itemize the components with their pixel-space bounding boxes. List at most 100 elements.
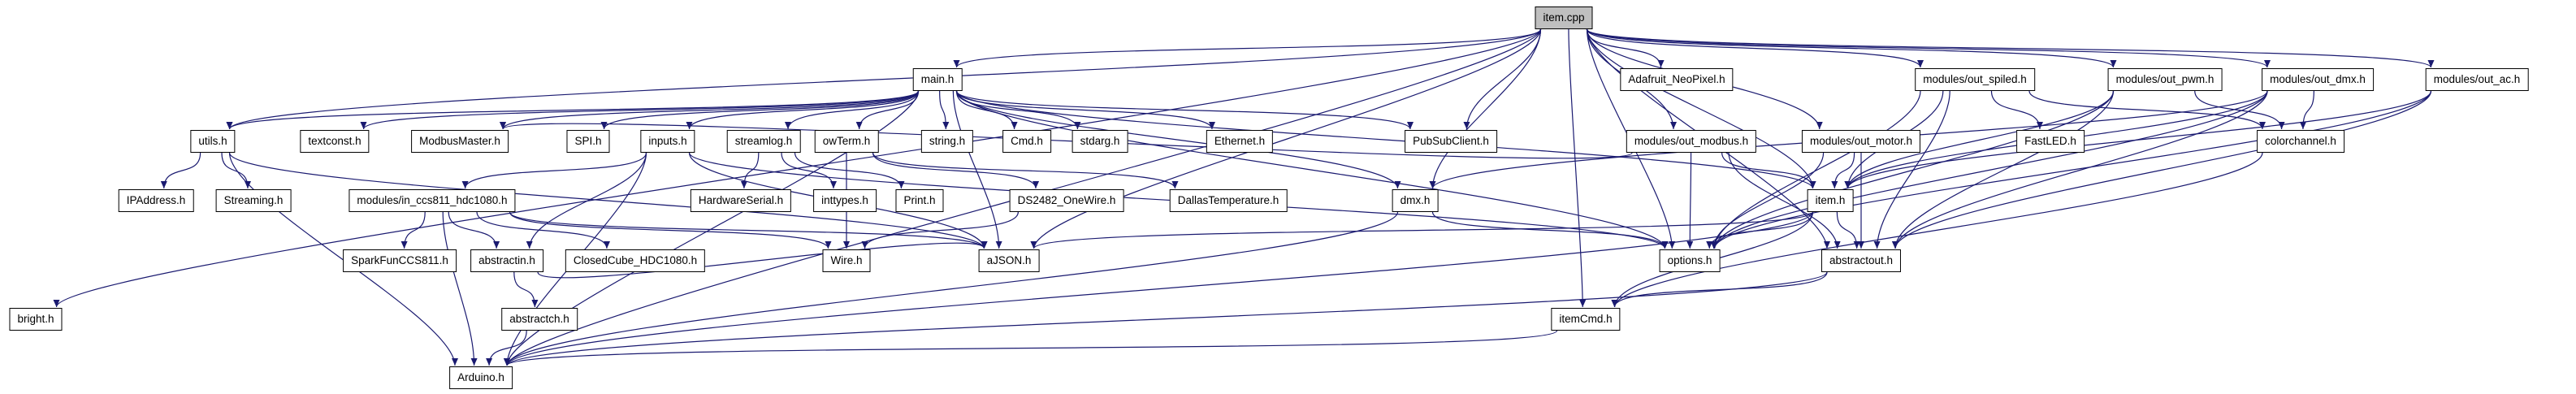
edge-out-pwm-h--colorchannel-h [2194,90,2285,130]
graph-node-out-modbus-h[interactable]: modules/out_modbus.h [1626,130,1757,153]
edge-in-ccs811-hdc1080-h--abstractin-h [448,211,500,249]
graph-node-options-h[interactable]: options.h [1659,249,1721,272]
edge-inputs-h--in-ccs811-hdc1080-h [461,152,647,189]
graph-node-streamlog-h[interactable]: streamlog.h [726,130,801,153]
graph-node-fastled-h[interactable]: FastLED.h [2016,130,2085,153]
edge-itemcmd-h--arduino-h [504,330,1558,366]
edge-owterm-h--dallastemperature-h [872,152,1179,189]
graph-node-abstractch-h[interactable]: abstractch.h [501,308,578,331]
edge-out-motor-h--item-h [1831,152,1855,189]
graph-node-modbusmaster-h[interactable]: ModbusMaster.h [411,130,509,153]
graph-node-abstractin-h[interactable]: abstractin.h [470,249,543,272]
graph-node-bright-h[interactable]: bright.h [9,308,63,331]
graph-node-utils-h[interactable]: utils.h [190,130,236,153]
edge-dmx-h--arduino-h [504,211,1399,366]
edge-main-h--inputs-h [686,90,920,130]
graph-node-itemcmd-h[interactable]: itemCmd.h [1551,308,1621,331]
graph-node-out-dmx-h[interactable]: modules/out_dmx.h [2262,68,2374,91]
graph-node-item-h[interactable]: item.h [1807,189,1854,212]
edge-in-ccs811-hdc1080-h--sparkfunccs811-h [400,211,426,249]
graph-node-owterm-h[interactable]: owTerm.h [814,130,879,153]
graph-node-dmx-h[interactable]: dmx.h [1392,189,1439,212]
edge-item-h--ajson-h [1030,211,1814,249]
graph-node-colorchannel-h[interactable]: colorchannel.h [2257,130,2344,153]
edge-out-dmx-h--colorchannel-h [2299,90,2314,130]
graph-node-arduino-h[interactable]: Arduino.h [449,366,513,389]
edge-colorchannel-h--itemcmd-h [1611,152,2263,308]
edge-item-cpp--adafruit-neopixel-h [1586,28,1665,68]
edge-item-cpp--pubsubclient-h [1463,28,1542,130]
graph-node-ajson-h[interactable]: aJSON.h [978,249,1040,272]
edge-owterm-h--ds2482-onewire-h [872,152,1040,189]
edge-dmx-h--options-h [1431,211,1669,249]
graph-node-main-h[interactable]: main.h [912,68,963,91]
graph-node-ethernet-h[interactable]: Ethernet.h [1206,130,1274,153]
edge-abstractout-h--arduino-h [504,271,1828,366]
graph-node-out-ac-h[interactable]: modules/out_ac.h [2425,68,2529,91]
graph-node-dallastemperature-h[interactable]: DallasTemperature.h [1169,189,1288,212]
graph-node-out-pwm-h[interactable]: modules/out_pwm.h [2107,68,2223,91]
edge-main-h--cmd-h [955,90,1018,130]
edge-item-cpp--out-spiled-h [1586,28,1924,68]
graph-node-string-h[interactable]: string.h [920,130,974,153]
graph-node-inttypes-h[interactable]: inttypes.h [813,189,877,212]
edge-out-modbus-h--item-h [1721,152,1816,189]
graph-node-spi-h[interactable]: SPI.h [566,130,610,153]
graph-node-pubsubclient-h[interactable]: PubSubClient.h [1405,130,1497,153]
edge-item-h--arduino-h [504,211,1814,366]
edge-main-h--ethernet-h [955,90,1215,130]
graph-node-textconst-h[interactable]: textconst.h [300,130,370,153]
edge-main-h--ajson-h [952,90,1002,249]
edge-utils-h--streaming-h [221,152,251,189]
edge-out-modbus-h--options-h [1686,152,1694,249]
edge-item-cpp--bright-h [53,28,1542,308]
edge-item-cpp--out-pwm-h [1586,28,2117,68]
edge-item-cpp--out-ac-h [1586,28,2435,68]
graph-node-ds2482-onewire-h[interactable]: DS2482_OneWire.h [1009,189,1124,212]
graph-node-in-ccs811-hdc1080-h[interactable]: modules/in_ccs811_hdc1080.h [349,189,516,212]
edge-abstractch-h--arduino-h [486,330,527,366]
edge-out-dmx-h--abstractout-h [1892,90,2268,249]
edge-out-ac-h--abstractout-h [1892,90,2432,249]
graph-node-hardwareserial-h[interactable]: HardwareSerial.h [690,189,792,212]
edge-item-h--abstractout-h [1836,211,1860,249]
edge-streamlog-h--inttypes-h [781,152,837,189]
graph-node-streaming-h[interactable]: Streaming.h [215,189,292,212]
graph-node-abstractout-h[interactable]: abstractout.h [1821,249,1902,272]
edge-main-h--textconst-h [360,90,920,130]
graph-node-closedcube-hdc1080-h[interactable]: ClosedCube_HDC1080.h [565,249,706,272]
graph-node-inputs-h[interactable]: inputs.h [640,130,695,153]
edge-item-h--options-h [1706,211,1814,249]
edge-item-cpp--dmx-h [1429,28,1542,189]
edge-main-h--string-h [939,90,950,130]
edge-abstractin-h--abstractch-h [513,271,539,308]
graph-node-print-h[interactable]: Print.h [895,189,944,212]
edge-out-spiled-h--abstractout-h [1873,90,1950,249]
graph-node-sparkfunccs811-h[interactable]: SparkFunCCS811.h [343,249,457,272]
graph-node-out-motor-h[interactable]: modules/out_motor.h [1801,130,1921,153]
edge-out-pwm-h--options-h [1711,90,2115,249]
edge-in-ccs811-hdc1080-h--wire-h [509,211,832,249]
edge-streamlog-h--print-h [794,152,905,189]
edge-main-h--stdarg-h [955,90,1081,130]
edge-in-ccs811-hdc1080-h--ajson-h [509,211,988,249]
edge-out-pwm-h--abstractout-h [1892,90,2115,249]
edge-utils-h--ipaddress-h [160,152,201,189]
graph-node-out-spiled-h[interactable]: modules/out_spiled.h [1915,68,2035,91]
graph-node-item-cpp: item.cpp [1535,6,1593,29]
graph-node-stdarg-h[interactable]: stdarg.h [1072,130,1128,153]
graph-node-ipaddress-h[interactable]: IPAddress.h [118,189,194,212]
graph-node-cmd-h[interactable]: Cmd.h [1002,130,1051,153]
graph-node-adafruit-neopixel-h[interactable]: Adafruit_NeoPixel.h [1620,68,1734,91]
edge-item-cpp--utils-h [226,28,1542,130]
edge-item-cpp--main-h [953,28,1542,68]
edge-out-spiled-h--colorchannel-h [2028,90,2266,130]
graph-node-wire-h[interactable]: Wire.h [822,249,871,272]
edge-out-spiled-h--options-h [1711,90,1921,249]
edge-main-h--modbusmaster-h [500,90,920,130]
edge-streamlog-h--hardwareserial-h [740,152,760,189]
edge-out-dmx-h--options-h [1711,90,2268,249]
edge-ds2482-onewire-h--wire-h [861,211,1019,249]
edge-out-spiled-h--fastled-h [1990,90,2043,130]
